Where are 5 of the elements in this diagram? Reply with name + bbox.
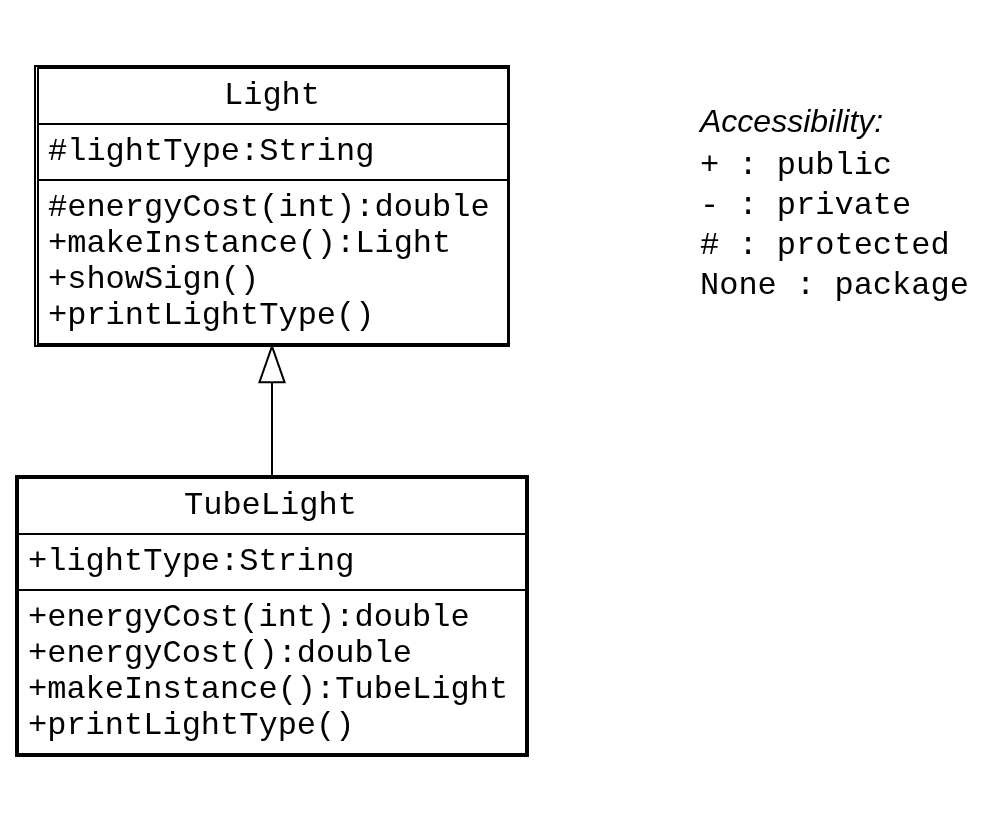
label: Accessibility: [700,102,884,139]
label: - : private [700,186,912,224]
label: + : public [700,146,893,184]
label: # : protected [700,226,950,264]
label: None : package [700,266,969,304]
